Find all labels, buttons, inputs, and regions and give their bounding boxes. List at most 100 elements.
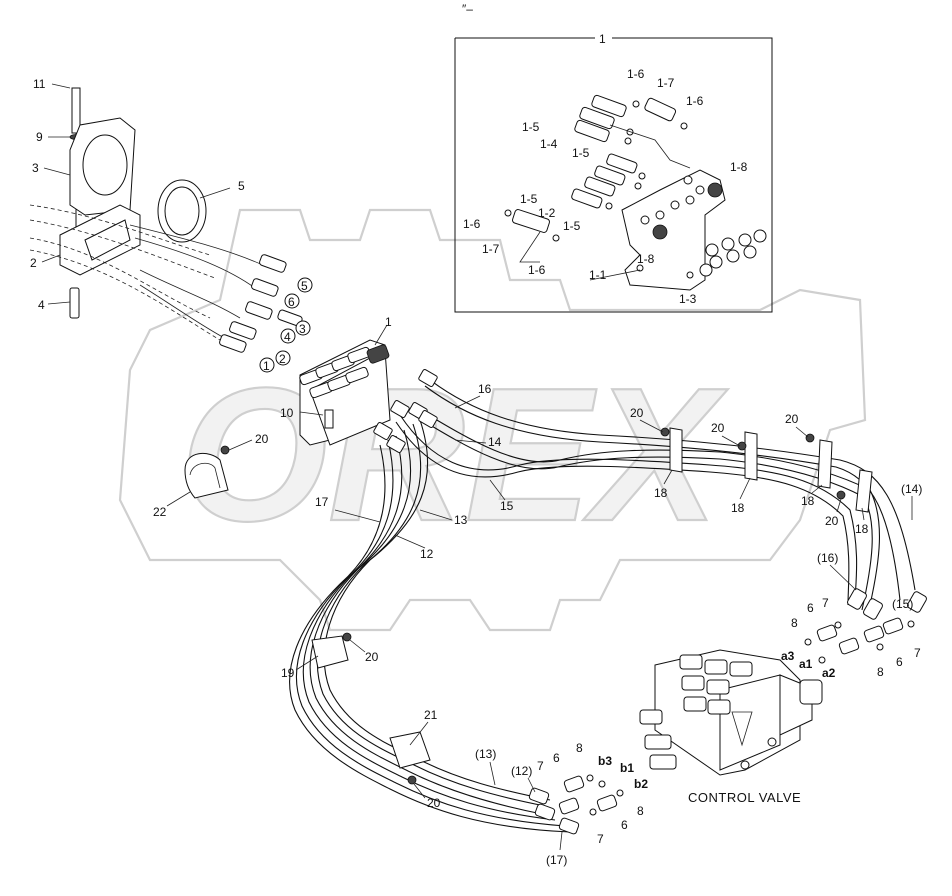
cover-22	[184, 452, 229, 499]
callout-1-7-b: 1-7	[482, 242, 500, 256]
callout-20-e: 20	[255, 432, 269, 446]
port-b3: b3	[598, 754, 612, 768]
clamp-18-d	[855, 469, 873, 513]
nut-1-8	[707, 182, 723, 198]
callout-1-3: 1-3	[679, 292, 697, 306]
callout-3: 3	[32, 161, 39, 175]
callout-1-4: 1-4	[540, 137, 558, 151]
callout-1-6-b: 1-6	[686, 94, 704, 108]
callout-p12: (12)	[511, 764, 532, 778]
clamp-18-a	[669, 427, 683, 473]
callout-4: 4	[38, 298, 45, 312]
callout-5: 5	[238, 179, 245, 193]
callout-7-d: 7	[597, 832, 604, 846]
bracket-plate	[621, 169, 726, 291]
callout-1-5-b: 1-5	[572, 146, 590, 160]
circled-5: 5	[301, 279, 308, 293]
clamp-19	[311, 635, 349, 669]
callout-20-c: 20	[785, 412, 799, 426]
orex-watermark: OREX	[118, 208, 867, 632]
callout-p16: (16)	[817, 551, 838, 565]
bolt-10	[324, 409, 334, 429]
callout-1-5-a: 1-5	[522, 120, 540, 134]
callout-1-6-d: 1-6	[528, 263, 546, 277]
callout-1-1: 1-1	[589, 268, 607, 282]
callout-1-6-c: 1-6	[463, 217, 481, 231]
callout-1-7-a: 1-7	[657, 76, 675, 90]
callout-p14: (14)	[901, 482, 922, 496]
callout-16: 16	[478, 382, 492, 396]
callout-20-f: 20	[365, 650, 379, 664]
callout-20-g: 20	[427, 796, 441, 810]
callout-8-d: 8	[637, 804, 644, 818]
clamp-18-c	[817, 439, 833, 489]
circled-hose-ids: 5 6 3 4 2 1	[259, 277, 313, 373]
hose-clamps	[220, 427, 873, 785]
clamp-18-b	[744, 431, 758, 481]
callout-9: 9	[36, 130, 43, 144]
callout-1-inset: 1	[599, 32, 606, 46]
callout-20-b: 20	[711, 421, 725, 435]
callout-20-a: 20	[630, 406, 644, 420]
callout-15: 15	[500, 499, 514, 513]
circled-4: 4	[284, 330, 291, 344]
callout-6-d: 6	[621, 818, 628, 832]
circled-2: 2	[279, 352, 286, 366]
port-b1: b1	[620, 761, 634, 775]
callout-20-d: 20	[825, 514, 839, 528]
callout-18-c: 18	[801, 494, 815, 508]
callout-11: 11	[33, 77, 46, 91]
callout-1-6-a: 1-6	[627, 67, 645, 81]
callout-7-b: 7	[914, 646, 921, 660]
callout-12: 12	[420, 547, 434, 561]
callout-6-a: 6	[807, 601, 814, 615]
callout-6-c: 6	[553, 751, 560, 765]
nut-cluster-1-3	[699, 229, 767, 277]
callout-1-8-a: 1-8	[730, 160, 748, 174]
callout-22: 22	[153, 505, 167, 519]
header-mark: ″–	[462, 2, 473, 16]
main-manifold: 1 10	[280, 315, 392, 446]
valve-fittings	[558, 617, 915, 816]
circled-6: 6	[288, 295, 295, 309]
callout-18-d: 18	[855, 522, 869, 536]
port-a1: a1	[799, 657, 813, 671]
adapter-fittings	[504, 94, 688, 242]
callout-18-a: 18	[654, 486, 668, 500]
callout-p17: (17)	[546, 853, 567, 867]
callout-p15: (15)	[892, 597, 913, 611]
callout-1-main: 1	[385, 315, 392, 329]
leader-lines	[166, 395, 913, 851]
clamp-21	[389, 731, 431, 769]
inset-detail-1: 1	[454, 32, 773, 313]
control-valve	[639, 649, 823, 776]
callout-8-b: 8	[877, 665, 884, 679]
watermark-text: OREX	[180, 349, 729, 561]
callout-18-b: 18	[731, 501, 745, 515]
pin-4	[69, 287, 80, 319]
hose-end-fittings	[219, 254, 303, 353]
pass-through-assembly: 11 9 3 5 2 4	[29, 77, 266, 341]
callout-8-c: 8	[576, 741, 583, 755]
callout-6-b: 6	[896, 655, 903, 669]
callout-p13: (13)	[475, 747, 496, 761]
callout-19: 19	[281, 666, 295, 680]
callout-14: 14	[488, 435, 502, 449]
callout-1-8-b: 1-8	[637, 252, 655, 266]
callout-1-5-c: 1-5	[520, 192, 538, 206]
callout-1-5-d: 1-5	[563, 219, 581, 233]
port-a2: a2	[822, 666, 836, 680]
callout-2: 2	[30, 256, 37, 270]
callout-21: 21	[424, 708, 438, 722]
callout-17: 17	[315, 495, 329, 509]
circled-1: 1	[263, 359, 270, 373]
hose-runs	[289, 369, 927, 835]
callout-labels: 16 14 15 17 13 12 20 20 20 20 20 20 20 2…	[153, 382, 922, 867]
callout-7-c: 7	[537, 759, 544, 773]
control-valve-label: CONTROL VALVE	[688, 790, 801, 805]
callout-10: 10	[280, 406, 294, 420]
callout-13: 13	[454, 513, 468, 527]
callout-8-a: 8	[791, 616, 798, 630]
